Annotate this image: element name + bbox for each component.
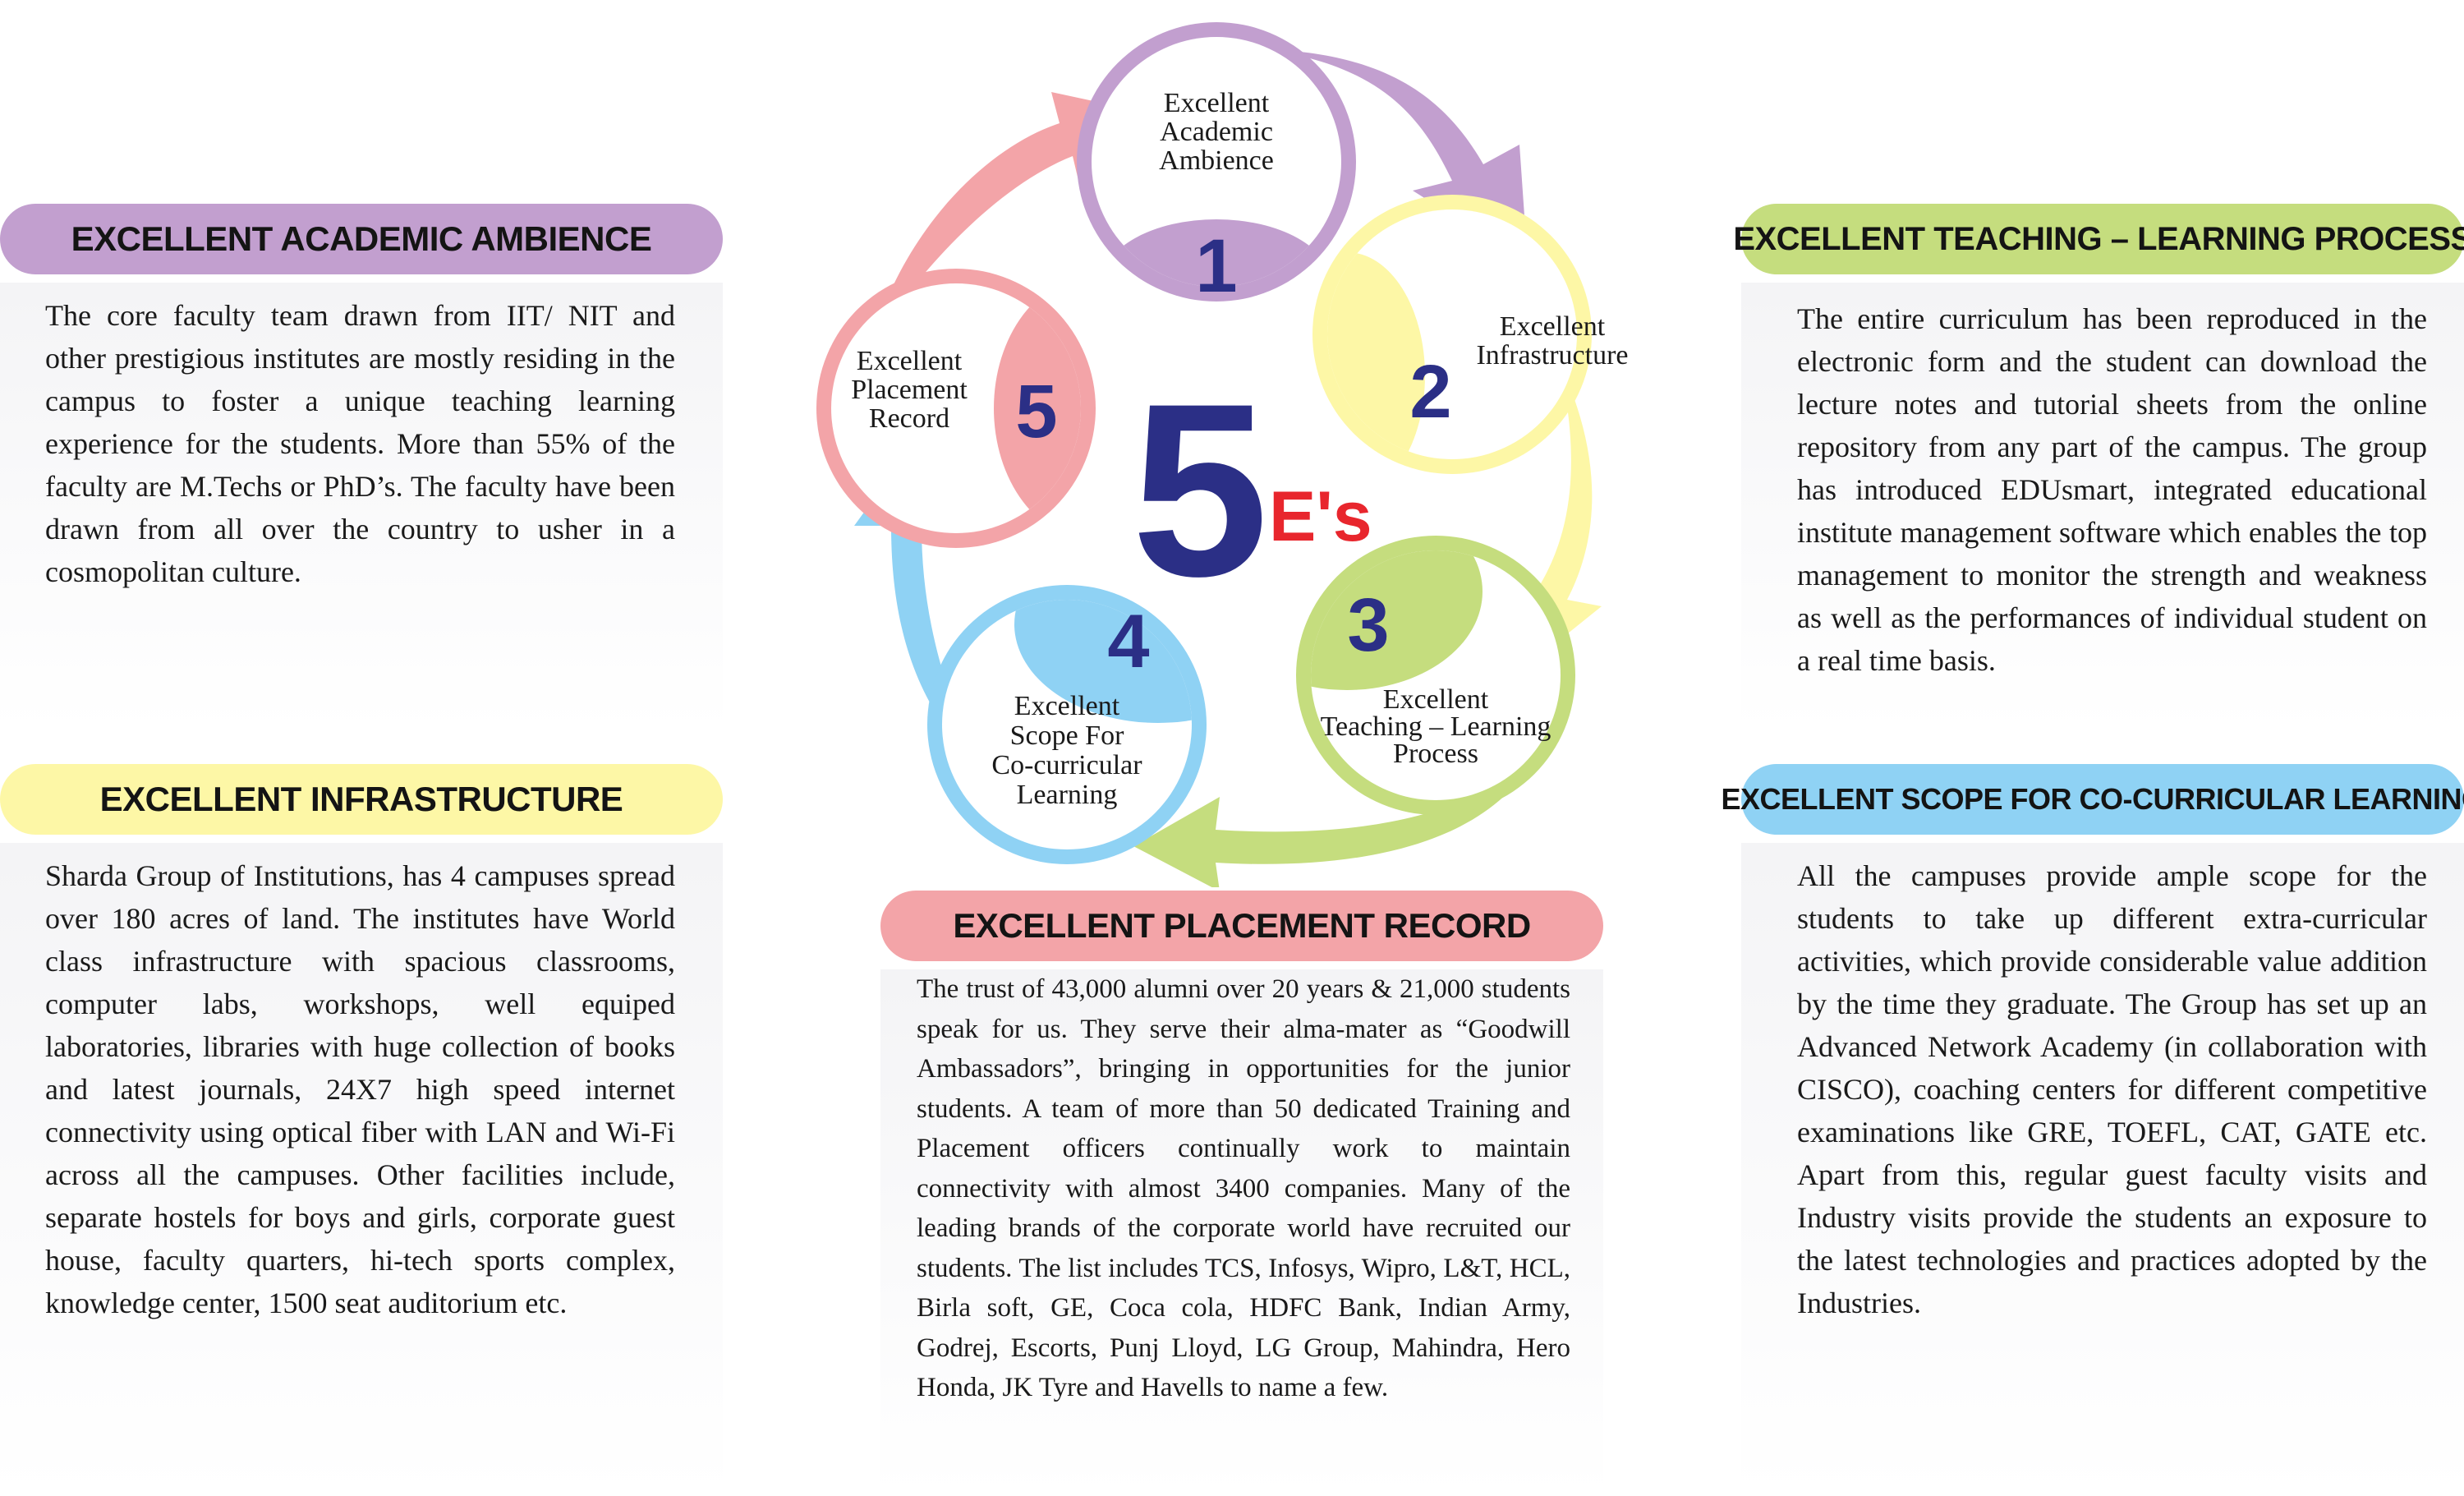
node-2-number: 2: [1409, 350, 1451, 434]
panel-teaching-learning: EXCELLENT TEACHING – LEARNING PROCESS Th…: [1733, 204, 2464, 730]
node-5-label-line-3: Record: [869, 403, 949, 434]
node-4-label-line-2: Scope For: [1010, 720, 1125, 751]
node-1-academic-ambience: Excellent Academic Ambience 1: [1077, 22, 1356, 308]
panel-body: The entire curriculum has been reproduce…: [1741, 283, 2464, 730]
node-5-number: 5: [1015, 370, 1057, 453]
panel-text: The trust of 43,000 alumni over 20 years…: [917, 974, 1570, 1402]
panel-academic-ambience: EXCELLENT ACADEMIC AMBIENCE The core fac…: [0, 204, 723, 730]
node-5-label-line-1: Excellent: [857, 346, 963, 376]
node-4-label-line-1: Excellent: [1014, 691, 1120, 721]
panel-title: EXCELLENT ACADEMIC AMBIENCE: [0, 204, 723, 274]
panel-text: Sharda Group of Institutions, has 4 camp…: [45, 859, 675, 1319]
node-5-placement-record: Excellent Placement Record 5: [816, 269, 1096, 548]
node-1-label-line-1: Excellent: [1164, 88, 1270, 118]
node-4-co-curricular: Excellent Scope For Co-curricular Learni…: [927, 585, 1207, 864]
center-suffix: E's: [1269, 477, 1372, 556]
five-es-cycle-diagram: Excellent Academic Ambience 1 Excellent …: [816, 22, 1629, 887]
panel-text: All the campuses provide ample scope for…: [1797, 859, 2427, 1319]
arrow-3-to-4: [1133, 756, 1536, 887]
panel-body: All the campuses provide ample scope for…: [1741, 843, 2464, 1496]
panel-body: The core faculty team drawn from IIT/ NI…: [0, 283, 723, 730]
panel-text: The entire curriculum has been reproduce…: [1797, 302, 2427, 677]
node-2-infrastructure: Excellent Infrastructure 2: [1312, 195, 1629, 474]
node-3-label-line-3: Process: [1393, 739, 1478, 769]
center-number: 5: [1132, 352, 1269, 628]
node-2-label-line-1: Excellent: [1500, 311, 1606, 342]
node-3-label-line-2: Teaching – Learning: [1321, 711, 1551, 742]
node-4-label-line-4: Learning: [1017, 780, 1118, 810]
panel-body: The trust of 43,000 alumni over 20 years…: [880, 969, 1603, 1496]
panel-body: Sharda Group of Institutions, has 4 camp…: [0, 843, 723, 1496]
node-3-number: 3: [1347, 583, 1389, 667]
panel-title: EXCELLENT PLACEMENT RECORD: [880, 891, 1603, 961]
panel-placement-record: EXCELLENT PLACEMENT RECORD The trust of …: [880, 891, 1603, 1496]
node-3-label-line-1: Excellent: [1383, 684, 1489, 715]
node-1-label-line-3: Ambience: [1159, 145, 1274, 176]
panel-title: EXCELLENT TEACHING – LEARNING PROCESS: [1733, 204, 2464, 274]
panel-title: EXCELLENT INFRASTRUCTURE: [0, 764, 723, 835]
center-5es-label: 5 E's: [1132, 352, 1372, 628]
node-5-label-line-2: Placement: [851, 375, 968, 405]
node-3-teaching-learning: Excellent Teaching – Learning Process 3: [1296, 536, 1575, 815]
panel-title: EXCELLENT SCOPE FOR CO-CURRICULAR LEARNI…: [1722, 764, 2464, 835]
node-4-number: 4: [1107, 600, 1149, 684]
node-2-label-line-2: Infrastructure: [1476, 340, 1628, 371]
panel-text: The core faculty team drawn from IIT/ NI…: [45, 299, 675, 588]
node-1-label-line-2: Academic: [1160, 117, 1273, 147]
node-1-number: 1: [1195, 224, 1237, 308]
panel-infrastructure: EXCELLENT INFRASTRUCTURE Sharda Group of…: [0, 764, 723, 1496]
panel-co-curricular: EXCELLENT SCOPE FOR CO-CURRICULAR LEARNI…: [1722, 764, 2464, 1496]
node-4-label-line-3: Co-curricular: [991, 750, 1142, 780]
